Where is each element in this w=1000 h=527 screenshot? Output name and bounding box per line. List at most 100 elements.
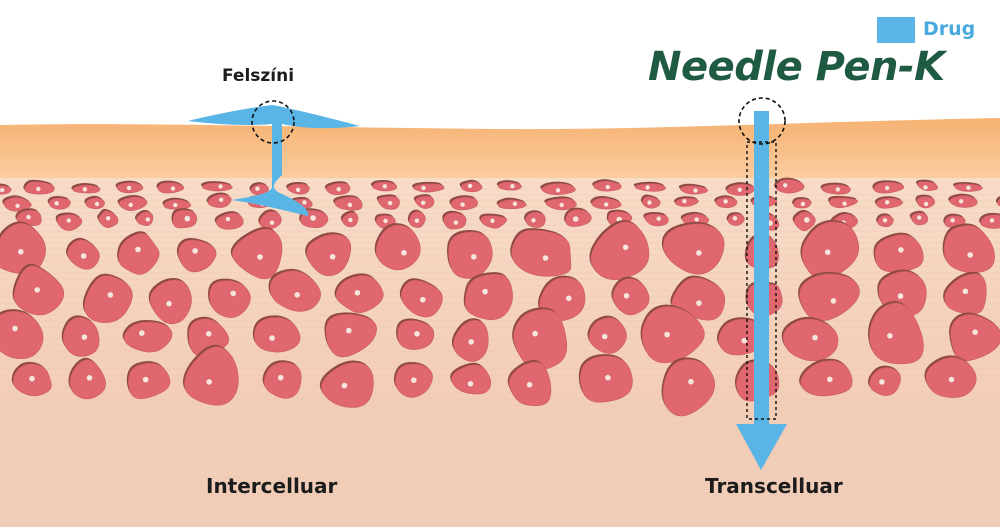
cell-nucleus: [471, 253, 477, 260]
cell-nucleus: [411, 377, 417, 384]
skin-cell: [82, 273, 133, 323]
cell-nucleus: [732, 216, 738, 221]
skin-cell: [61, 315, 100, 357]
cell-nucleus: [604, 202, 609, 207]
skin-cell: [262, 360, 302, 399]
cell-nucleus: [824, 249, 831, 255]
skin-cell: [171, 208, 198, 229]
skin-cell: [524, 210, 546, 228]
skin-cell: [800, 219, 860, 281]
cell-nucleus: [967, 252, 973, 258]
cell-nucleus: [482, 288, 488, 295]
cell-nucleus: [490, 218, 495, 223]
legend-color-swatch: [877, 17, 915, 43]
cell-nucleus: [192, 248, 198, 254]
skin-cell: [463, 272, 513, 321]
skin-cell: [411, 181, 445, 193]
skin-cell: [117, 231, 160, 275]
skin-cell: [252, 315, 301, 353]
cell-nucleus: [34, 287, 40, 293]
cell-nucleus: [107, 292, 114, 298]
cell-nucleus: [15, 203, 20, 208]
cell-nucleus: [962, 288, 969, 295]
cell-nucleus: [348, 217, 353, 223]
skin-cell: [828, 195, 858, 209]
cell-nucleus: [26, 214, 31, 220]
skin-cell: [156, 180, 185, 194]
cell-nucleus: [879, 379, 885, 385]
skin-cell: [726, 212, 745, 226]
transcellular-dashed-channel: [746, 141, 777, 420]
skin-cell: [544, 196, 577, 211]
cell-nucleus: [532, 330, 538, 337]
skin-cell: [820, 182, 851, 195]
skin-cell: [512, 307, 568, 372]
skin-cell: [115, 180, 144, 194]
cell-nucleus: [142, 376, 149, 383]
cell-nucleus: [647, 200, 652, 205]
cell-nucleus: [170, 186, 176, 191]
cell-nucleus: [950, 218, 955, 223]
cell-nucleus: [82, 187, 88, 192]
skin-cell: [589, 219, 650, 281]
skin-cell: [678, 183, 708, 195]
cell-nucleus: [277, 374, 284, 381]
skin-cell: [774, 177, 805, 194]
skin-cell: [324, 181, 351, 196]
cell-nucleus: [29, 375, 35, 382]
skin-cell: [510, 228, 572, 277]
cell-nucleus: [601, 333, 608, 340]
skin-cell: [995, 196, 1000, 207]
cell-nucleus: [295, 187, 301, 192]
skin-cell: [643, 212, 669, 227]
skin-cell: [249, 182, 269, 196]
skin-cell: [214, 211, 244, 230]
skin-cell: [909, 210, 929, 226]
cell-nucleus: [958, 199, 964, 204]
needle-entry-dashed-circle: [738, 97, 786, 145]
cell-nucleus: [605, 374, 611, 381]
cell-nucleus: [269, 335, 275, 341]
skin-cell: [324, 312, 377, 358]
cell-nucleus: [460, 202, 465, 207]
cell-nucleus: [605, 184, 610, 190]
skin-cell: [2, 195, 32, 212]
cell-nucleus: [897, 293, 904, 299]
skin-cell: [792, 197, 812, 209]
cell-nucleus: [205, 331, 212, 337]
skin-cell: [876, 213, 894, 228]
cell-nucleus: [166, 300, 172, 307]
cell-nucleus: [421, 200, 426, 205]
intercellular-label: Intercelluar: [206, 474, 338, 498]
skin-cell: [633, 181, 666, 192]
skin-cell: [587, 315, 627, 354]
cell-nucleus: [173, 202, 178, 208]
cell-nucleus: [688, 378, 694, 385]
cell-nucleus: [741, 337, 747, 344]
surface-label: Felszíni: [222, 66, 295, 86]
cell-nucleus: [882, 218, 888, 223]
cell-nucleus: [885, 185, 890, 191]
skin-cell: [376, 194, 400, 210]
skin-cell: [334, 273, 384, 314]
skin-cell: [97, 208, 119, 228]
cell-nucleus: [656, 216, 661, 221]
skin-cell: [872, 180, 905, 194]
cell-nucleus: [341, 382, 348, 389]
cell-nucleus: [468, 339, 475, 345]
skin-cell: [333, 195, 363, 211]
skin-cell: [206, 192, 232, 208]
cell-nucleus: [206, 379, 212, 385]
cell-nucleus: [682, 199, 687, 204]
cell-nucleus: [218, 184, 223, 189]
skin-cell: [451, 318, 489, 362]
cell-nucleus: [294, 292, 301, 298]
skin-cell: [590, 195, 622, 210]
skin-cell: [126, 361, 171, 399]
skin-cell: [943, 271, 987, 315]
transcellular-label: Transcelluar: [705, 474, 843, 498]
skin-cell: [781, 316, 839, 362]
cell-nucleus: [898, 247, 904, 253]
skin-cell: [507, 359, 552, 407]
skin-cell: [949, 312, 1000, 362]
